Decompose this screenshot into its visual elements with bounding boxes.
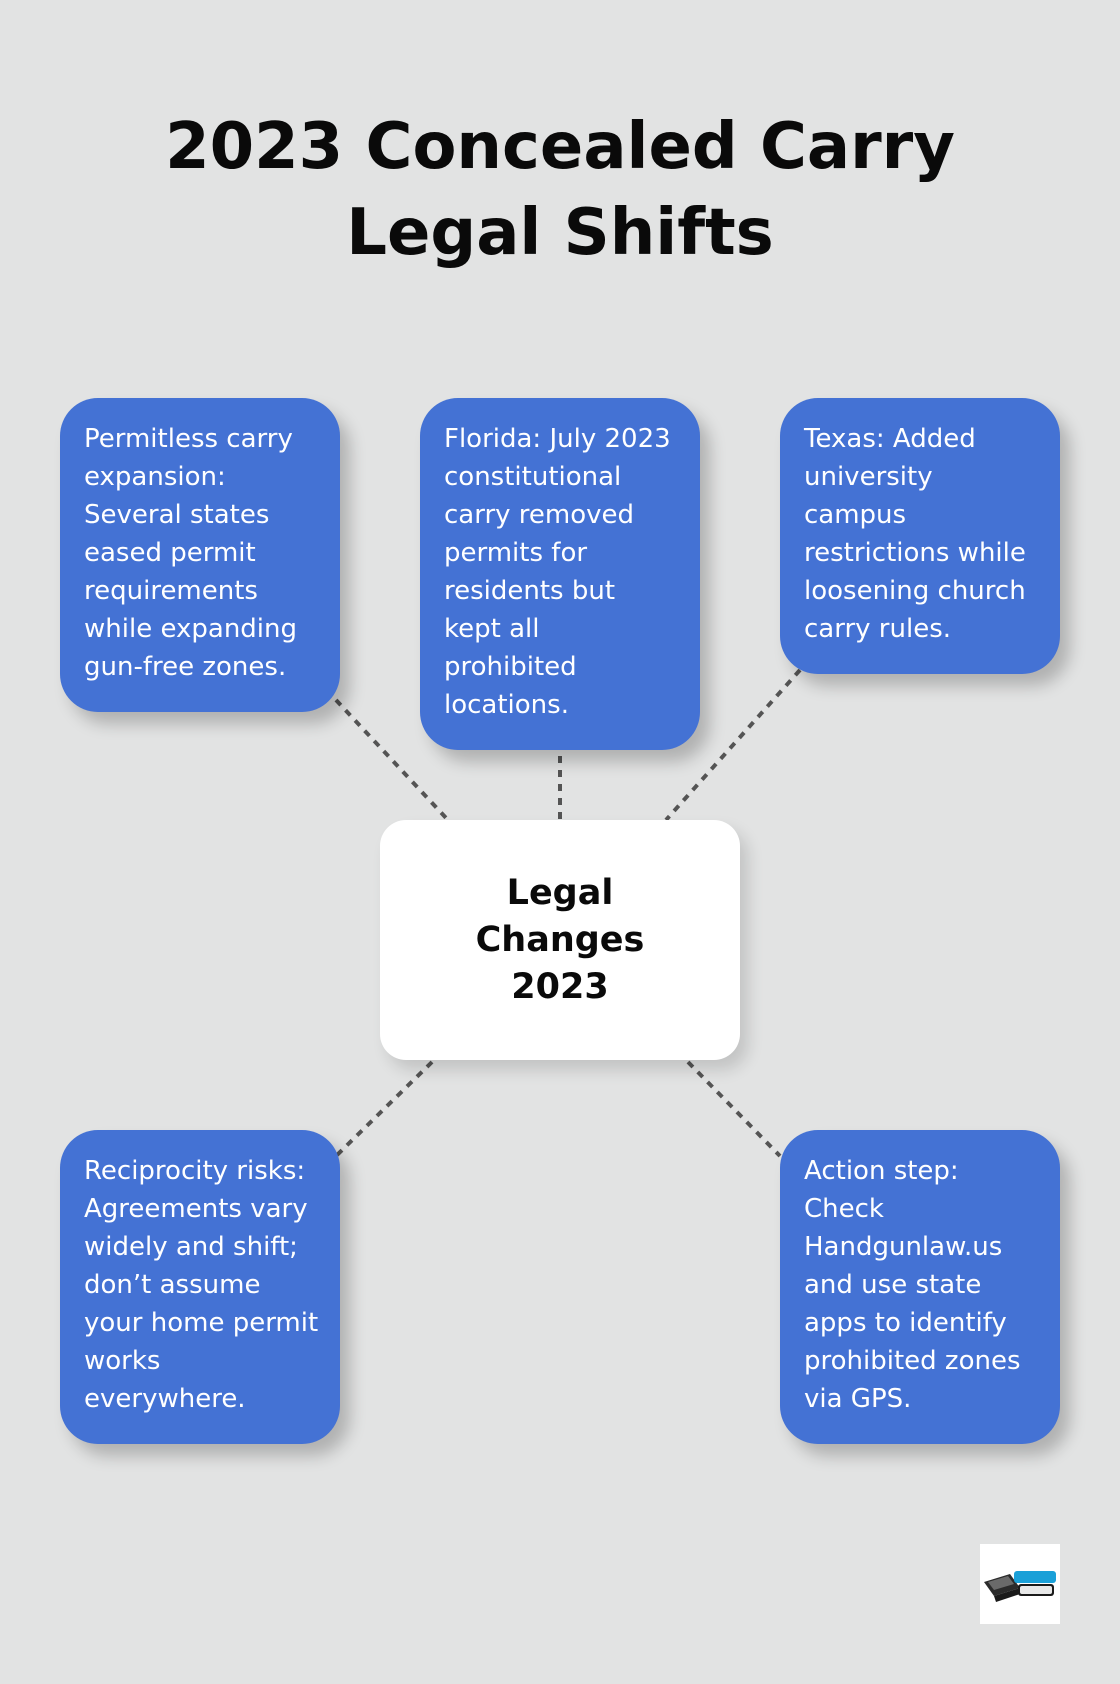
center-node: Legal Changes 2023 <box>380 820 740 1060</box>
connector-top-right <box>664 668 802 822</box>
node-texas-text: Texas: Added university campus restricti… <box>804 424 1026 644</box>
node-reciprocity-risks: Reciprocity risks: Agreements vary widel… <box>60 1130 340 1444</box>
node-action-step: Action step: Check Handgunlaw.us and use… <box>780 1130 1060 1444</box>
node-florida-text: Florida: July 2023 constitutional carry … <box>444 424 671 720</box>
connector-bottom-right <box>686 1060 782 1158</box>
node-reciprocity-risks-text: Reciprocity risks: Agreements vary widel… <box>84 1156 319 1414</box>
pillow-logo-icon <box>984 1571 1056 1602</box>
node-action-step-text: Action step: Check Handgunlaw.us and use… <box>804 1156 1021 1414</box>
brand-logo <box>980 1544 1060 1624</box>
center-node-label: Legal Changes 2023 <box>475 872 645 1007</box>
connector-bottom-left <box>334 1060 434 1158</box>
page-title: 2023 Concealed Carry Legal Shifts <box>165 110 955 270</box>
node-permitless-carry-text: Permitless carry expansion: Several stat… <box>84 424 298 682</box>
node-texas: Texas: Added university campus restricti… <box>780 398 1060 674</box>
node-permitless-carry: Permitless carry expansion: Several stat… <box>60 398 340 712</box>
node-florida: Florida: July 2023 constitutional carry … <box>420 398 700 750</box>
